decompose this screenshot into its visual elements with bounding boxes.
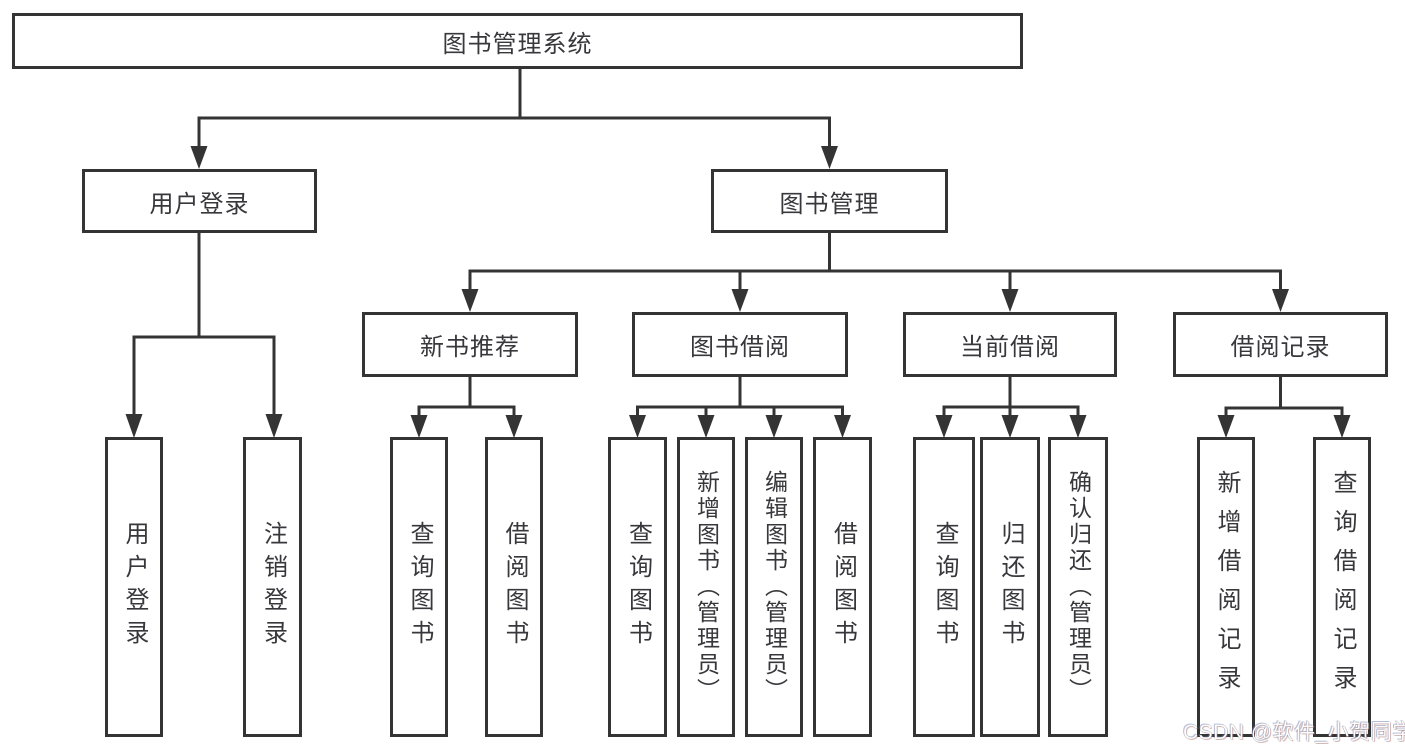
watermark: CSDN @软件_小贺同学 — [1183, 721, 1405, 744]
leaf-borrow-books: 借阅图书 — [813, 437, 872, 737]
node-root: 图书管理系统 — [12, 13, 1023, 69]
node-new-book-recommend: 新书推荐 — [362, 312, 578, 377]
connector-user-login-branch — [125, 233, 283, 438]
leaf-return-books: 归还图书 — [980, 437, 1040, 737]
leaf-query-books-current: 查询图书 — [913, 437, 975, 737]
node-user-login: 用户登录 — [82, 169, 317, 233]
leaf-query-books-recommend: 查询图书 — [390, 437, 448, 737]
node-book-borrow-label: 图书借阅 — [690, 334, 790, 361]
leaf-add-books-admin: 新增图书（管理员） — [677, 437, 735, 737]
leaf-user-login: 用户登录 — [105, 437, 163, 737]
connector-borrow-records-branch — [1217, 377, 1351, 438]
connector-current-borrow-branch — [935, 377, 1087, 438]
connector-new-book-branch — [410, 377, 523, 438]
node-book-management: 图书管理 — [711, 169, 948, 233]
leaf-logout: 注销登录 — [243, 437, 302, 737]
leaf-add-borrow-record: 新增借阅记录 — [1197, 437, 1255, 737]
node-book-borrow: 图书借阅 — [632, 312, 848, 377]
node-root-label: 图书管理系统 — [442, 30, 593, 58]
leaf-borrow-books-recommend: 借阅图书 — [485, 437, 543, 737]
node-new-book-recommend-label: 新书推荐 — [420, 334, 520, 361]
node-user-login-label: 用户登录 — [149, 190, 250, 218]
leaf-confirm-return-admin: 确认归还（管理员） — [1048, 437, 1108, 737]
leaf-query-books-borrow: 查询图书 — [608, 437, 667, 737]
leaf-edit-books-admin: 编辑图书（管理员） — [745, 437, 803, 737]
node-book-management-label: 图书管理 — [779, 190, 880, 218]
connector-root-to-level1 — [190, 67, 838, 169]
node-borrow-records-label: 借阅记录 — [1230, 334, 1331, 361]
node-borrow-records: 借阅记录 — [1173, 312, 1388, 377]
connector-book-borrow-branch — [629, 377, 851, 438]
connector-book-management-branch — [461, 233, 1289, 312]
leaf-query-borrow-record: 查询借阅记录 — [1313, 437, 1371, 737]
node-current-borrow-label: 当前借阅 — [960, 334, 1060, 361]
node-current-borrow: 当前借阅 — [903, 312, 1117, 377]
